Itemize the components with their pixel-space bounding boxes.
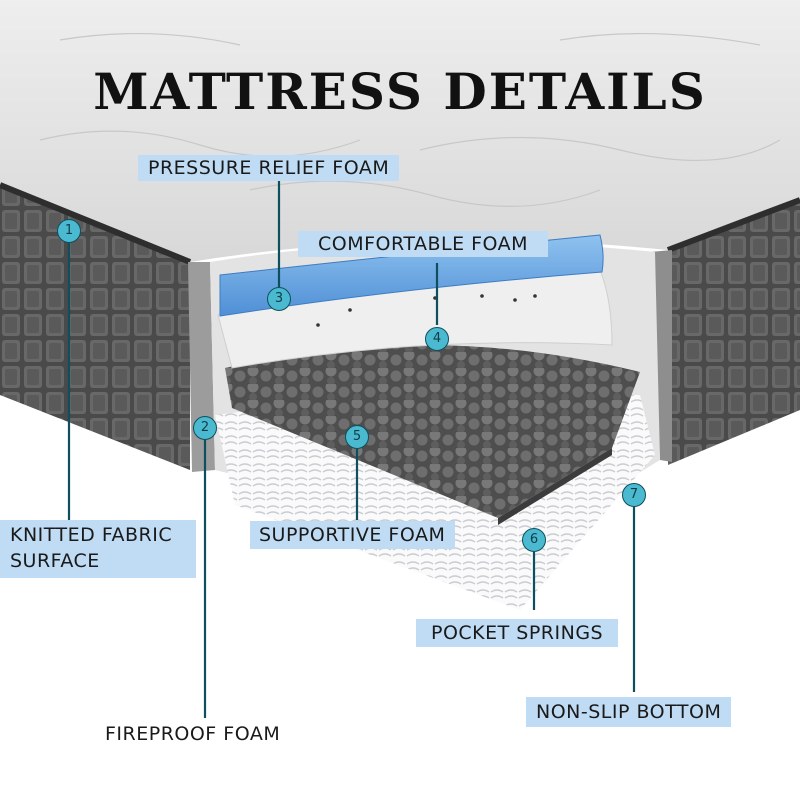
label-pocket-springs: POCKET SPRINGS [416,619,619,647]
knitted-side-panel-right [668,200,800,465]
marker-3: 3 [267,287,291,311]
leader-lines [67,180,636,718]
marker-1: 1 [57,219,81,243]
marker-7: 7 [622,483,646,507]
marker-6: 6 [522,528,546,552]
page-title: MATTRESS DETAILS [93,62,707,121]
label-comfortable-foam: COMFORTABLE FOAM [298,231,549,257]
label-non-slip-bottom: NON-SLIP BOTTOM [526,697,732,727]
label-fireproof-foam: FIREPROOF FOAM [105,723,281,745]
quilt-stitch-pattern [39,32,781,207]
supportive-foam-layer [225,344,640,518]
mattress-top-surface [0,0,800,262]
knitted-side-panel-left [0,185,190,470]
marker-5: 5 [345,425,369,449]
label-supportive-foam: SUPPORTIVE FOAM [250,521,456,549]
label-knitted-fabric-surface: KNITTED FABRIC SURFACE [0,520,196,578]
marker-4: 4 [425,327,449,351]
label-knitted-fabric-line1: KNITTED FABRIC [10,524,173,546]
marker-2: 2 [193,416,217,440]
label-knitted-fabric-line2: SURFACE [10,550,100,572]
label-pressure-relief-foam: PRESSURE RELIEF FOAM [138,155,400,181]
